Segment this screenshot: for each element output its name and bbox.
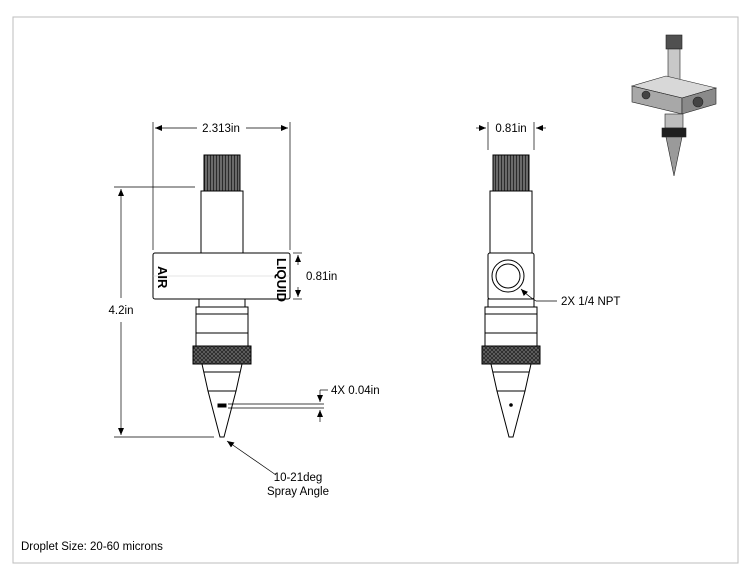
side-neck (487, 298, 535, 308)
port-inner-circle (495, 263, 521, 289)
front-knurled-ring (192, 345, 252, 365)
sheet-border (12, 16, 739, 564)
front-knurled-cap (203, 154, 241, 192)
droplet-size-note: Droplet Size: 20-60 microns (21, 541, 163, 553)
dim-body-height: 0.81in (306, 271, 337, 283)
spray-angle-label: Spray Angle (267, 486, 329, 498)
spray-angle-value: 10-21deg (274, 472, 323, 484)
dim-orifice: 4X 0.04in (331, 385, 380, 397)
front-nozzle-upper (201, 363, 243, 392)
front-lower-cylinder (195, 306, 249, 347)
side-knurled-ring (481, 345, 541, 365)
dim-overall-height: 4.2in (109, 305, 134, 317)
side-dimension-lines (476, 122, 557, 302)
side-lower-cylinder (484, 306, 538, 347)
side-upper-stem (489, 190, 533, 255)
dim-ports: 2X 1/4 NPT (561, 296, 620, 308)
front-view (152, 154, 291, 438)
isometric-preview (630, 34, 718, 177)
side-view (481, 154, 541, 438)
dim-overall-width: 2.313in (202, 123, 240, 135)
dim-side-width: 0.81in (495, 123, 526, 135)
front-nozzle-tip (207, 390, 237, 438)
side-nozzle-upper (490, 363, 532, 392)
air-label: AIR (155, 266, 170, 289)
front-upper-stem (200, 190, 244, 255)
front-dimension-lines (114, 122, 328, 476)
side-knurled-cap (492, 154, 530, 192)
front-neck (198, 298, 246, 308)
liquid-label: LIQUID (274, 258, 289, 302)
side-nozzle-tip (496, 390, 526, 438)
